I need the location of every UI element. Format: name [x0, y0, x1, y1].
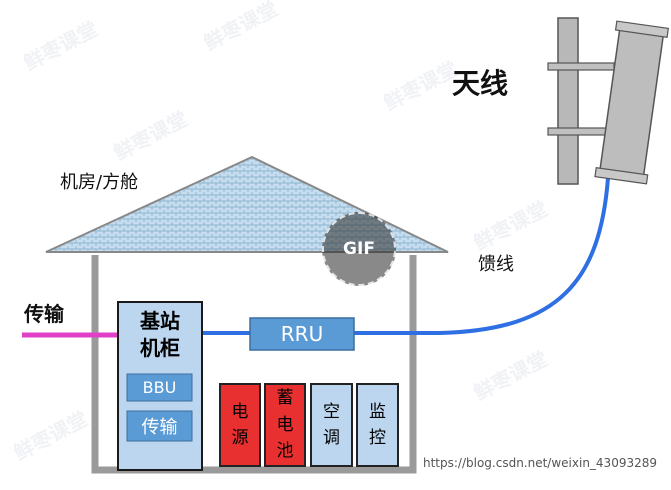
- power-box: [219, 383, 261, 467]
- transmission-label: 传输: [24, 302, 64, 326]
- bbu-box: [126, 373, 193, 402]
- power-label: 电 源: [231, 401, 249, 448]
- credit-url: https://blog.csdn.net/weixin_43093289: [422, 456, 657, 470]
- battery-box: [264, 383, 306, 467]
- cabinet-transmission-box: [126, 410, 193, 442]
- rru-box: [249, 317, 355, 351]
- antenna-label: 天线: [452, 67, 509, 100]
- feeder-cable: [354, 177, 610, 335]
- antenna-panel: [594, 20, 670, 185]
- house-wall: [91, 255, 417, 474]
- machine-room-label: 机房/方舱: [60, 172, 139, 193]
- cabinet-transmission-label: 传输: [141, 417, 178, 438]
- feeder-label: 馈线: [478, 254, 514, 275]
- bbu-label: BBU: [142, 378, 177, 397]
- antenna-bracket-top: [547, 62, 615, 71]
- monitor-label: 监 控: [369, 401, 386, 448]
- air-conditioner-label: 空 调: [323, 401, 340, 448]
- antenna-bracket-bottom: [547, 127, 615, 136]
- air-conditioner-box: [310, 383, 353, 467]
- battery-label: 蓄 电 池: [276, 388, 294, 462]
- antenna-mast: [557, 17, 579, 185]
- cabinet-label: 基站 机柜: [140, 309, 180, 360]
- monitor-box: [356, 383, 399, 467]
- gif-badge[interactable]: GIF: [322, 212, 396, 286]
- rru-label: RRU: [280, 322, 324, 346]
